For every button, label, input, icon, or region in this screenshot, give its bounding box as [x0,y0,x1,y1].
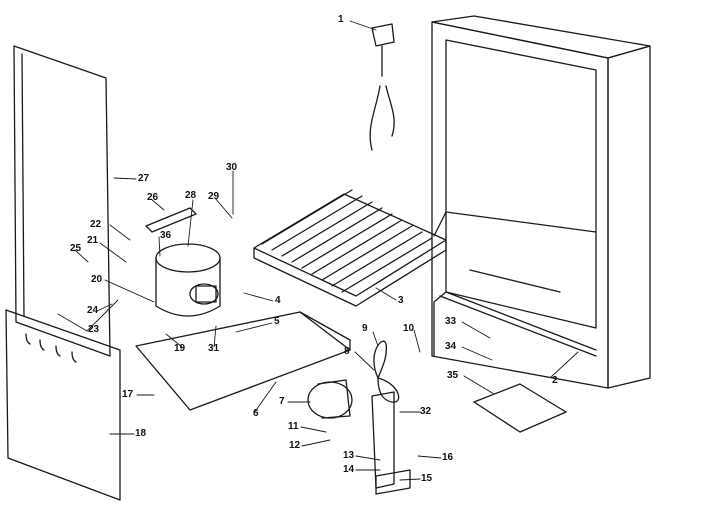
bracket [145,207,197,233]
callout-13: 13 [343,450,355,461]
condenser-coil [253,189,447,307]
callout-17: 17 [122,389,134,400]
callout-5: 5 [274,316,280,327]
power-cord [369,23,395,151]
callout-11: 11 [288,421,299,432]
lower-access-panel [5,309,121,501]
callout-22: 22 [90,219,102,230]
callout-34: 34 [445,341,457,352]
callout-28: 28 [185,190,197,201]
callout-7: 7 [279,396,285,407]
base-plate [135,311,351,411]
callout-8: 8 [344,346,350,357]
callout-21: 21 [87,235,99,246]
callout-35: 35 [447,370,459,381]
callout-27: 27 [138,173,150,184]
callout-9: 9 [362,323,368,334]
callout-15: 15 [421,473,433,484]
compressor [155,243,221,317]
callout-29: 29 [208,191,220,202]
callout-24: 24 [87,305,99,316]
callout-23: 23 [88,324,100,335]
callout-14: 14 [343,464,355,475]
callout-26: 26 [147,192,159,203]
motor-bracket [371,391,411,495]
callout-16: 16 [442,452,454,463]
callout-32: 32 [420,406,432,417]
callout-4: 4 [275,295,281,306]
callout-30: 30 [226,162,238,173]
callout-1: 1 [338,14,344,25]
cabinet [431,15,651,389]
callout-36: 36 [160,230,172,241]
leader-lines [57,20,579,481]
callout-25: 25 [70,243,82,254]
callout-2: 2 [552,375,558,386]
back-panel [13,45,111,357]
callout-6: 6 [253,408,259,419]
fan-blade [373,340,400,403]
callout-19: 19 [174,343,186,354]
callout-20: 20 [91,274,103,285]
callout-12: 12 [289,440,301,451]
callout-3: 3 [398,295,404,306]
callout-18: 18 [135,428,147,439]
callout-31: 31 [208,343,220,354]
callout-10: 10 [403,323,415,334]
drain-pan [473,383,567,433]
fan-motor [307,379,353,419]
callout-33: 33 [445,316,457,327]
